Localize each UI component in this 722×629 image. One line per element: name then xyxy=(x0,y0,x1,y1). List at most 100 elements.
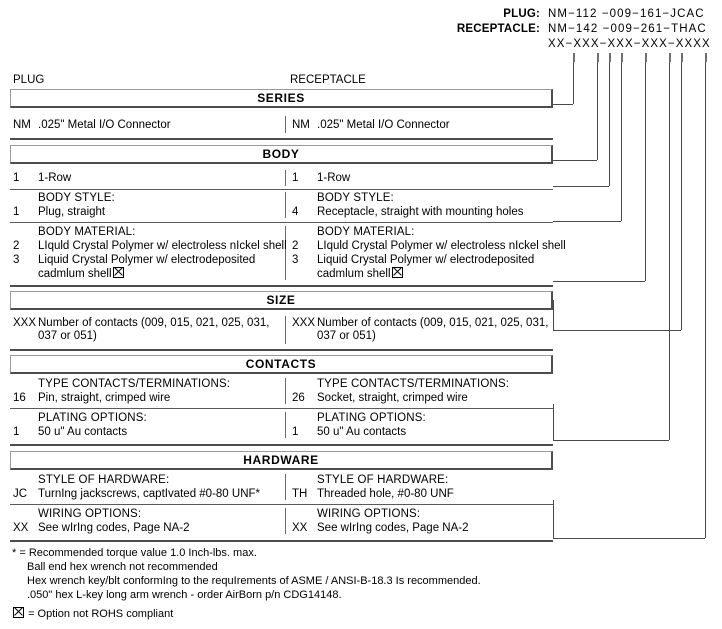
body-material-right-text-3b: cadmlum shell xyxy=(317,267,404,282)
mask-tick-1 xyxy=(573,53,575,62)
section-bar-hardware: HARDWARE xyxy=(10,451,553,470)
body-row-left-text: 1-Row xyxy=(38,172,72,184)
rule-after-size xyxy=(10,349,553,351)
body-material-left-code-2: 2 xyxy=(13,240,20,252)
connector-contacts-type-vertical xyxy=(669,62,670,440)
rule-after-contacts-plating xyxy=(10,444,553,446)
rohs-box-icon-right xyxy=(391,267,403,278)
series-left-code: NM xyxy=(13,119,31,131)
rule-after-contacts-type xyxy=(10,408,553,409)
rule-after-body-row xyxy=(10,189,553,190)
hardware-style-right-sublabel: STYLE OF HARDWARE: xyxy=(317,474,449,486)
body-style-left-sublabel: BODY STYLE: xyxy=(38,192,115,204)
body-row-right-text: 1-Row xyxy=(317,172,351,184)
row-divider-body-row xyxy=(285,170,286,186)
size-right-code: XXX xyxy=(292,317,316,329)
row-divider-hardware-wiring xyxy=(285,508,286,534)
rohs-box-icon-legend xyxy=(13,607,24,618)
receptacle-part-number: NM−142 −009−261−THAC xyxy=(548,23,707,35)
mask-tick-3 xyxy=(609,53,611,62)
body-material-right-code-2: 2 xyxy=(292,240,299,252)
series-right-code: NM xyxy=(292,119,310,131)
body-material-left-text-3b: cadmlum shell xyxy=(38,267,125,282)
contacts-plating-right-text: 50 u" Au contacts xyxy=(317,426,407,438)
size-right-text-2: 037 or 051) xyxy=(317,330,376,342)
connector-contacts-type-horizontal xyxy=(553,440,669,441)
connector-size-horizontal xyxy=(553,281,645,282)
body-material-left-text-3: Liquid Crystal Polymer w/ electrodeposit… xyxy=(38,254,256,266)
size-left-code: XXX xyxy=(13,317,37,329)
row-divider-hardware-style xyxy=(285,474,286,500)
hardware-style-right-code: TH xyxy=(292,488,308,500)
hardware-style-left-text: TurnIng jackscrews, captIvated #0-80 UNF… xyxy=(38,488,260,500)
row-divider-contacts-type xyxy=(285,378,286,404)
body-material-right-sublabel: BODY MATERIAL: xyxy=(317,226,415,238)
rule-after-hardware-wiring xyxy=(10,540,553,542)
column-caption-plug: PLUG xyxy=(13,74,45,86)
contacts-type-right-sublabel: TYPE CONTACTS/TERMINATIONS: xyxy=(317,378,510,390)
rule-after-body-material xyxy=(10,285,553,287)
body-style-right-sublabel: BODY STYLE: xyxy=(317,192,394,204)
footnote-rohs-label: = Option not ROHS compliant xyxy=(28,608,174,620)
contacts-type-left-code: 16 xyxy=(13,392,26,404)
rule-after-body-style xyxy=(10,222,553,223)
contacts-type-right-code: 26 xyxy=(292,392,305,404)
body-material-right-text-3: Liquid Crystal Polymer w/ electrodeposit… xyxy=(317,254,535,266)
connector-series-horizontal xyxy=(553,104,573,105)
connector-series-vertical xyxy=(573,62,574,104)
body-material-left-text-2: LIquld Crystal Polymer w/ electroless nI… xyxy=(38,240,287,252)
body-row-left-code: 1 xyxy=(13,172,20,184)
row-divider-contacts-plating xyxy=(285,412,286,438)
contacts-plating-left-code: 1 xyxy=(13,426,20,438)
hardware-wiring-left-text: See wIrIng codes, Page NA-2 xyxy=(38,522,190,534)
series-right-text: .025" Metal I/O Connector xyxy=(317,119,450,131)
plug-part-number: NM−112 −009−161−JCAC xyxy=(548,8,705,20)
footnote-rohs: = Option not ROHS compliant xyxy=(12,607,173,622)
connector-size-vertical xyxy=(645,62,646,281)
mask-tick-5 xyxy=(645,53,647,62)
series-left-text: .025" Metal I/O Connector xyxy=(38,119,171,131)
hardware-wiring-left-sublabel: WIRING OPTIONS: xyxy=(38,508,142,520)
body-style-left-text: Plug, straight xyxy=(38,206,106,218)
section-bar-contacts: CONTACTS xyxy=(10,355,553,374)
size-left-text-2: 037 or 051) xyxy=(38,330,97,342)
rohs-box-icon-left xyxy=(112,267,124,278)
hardware-style-left-code: JC xyxy=(13,488,28,500)
body-material-left-sublabel: BODY MATERIAL: xyxy=(38,226,136,238)
rule-after-hardware-style xyxy=(10,504,553,505)
footnote-star-line-2: Ball end hex wrench not recommended xyxy=(27,561,218,573)
contacts-type-right-text: Socket, straight, crimped wire xyxy=(317,392,468,404)
contacts-type-left-sublabel: TYPE CONTACTS/TERMINATIONS: xyxy=(38,378,231,390)
body-row-right-code: 1 xyxy=(292,172,299,184)
body-style-left-code: 1 xyxy=(13,206,20,218)
footnote-star-line-1: * = Recommended torque value 1.0 Inch-lb… xyxy=(12,547,257,559)
connector-body-style-vertical xyxy=(609,62,610,186)
section-bar-body: BODY xyxy=(10,145,553,164)
section-bar-series: SERIES xyxy=(10,89,553,108)
body-material-left-text-3b-label: cadmlum shell xyxy=(38,268,112,280)
size-left-text: Number of contacts (009, 015, 021, 025, … xyxy=(38,317,270,329)
body-style-right-code: 4 xyxy=(292,206,299,218)
connector-plating-horizontal xyxy=(553,330,681,331)
connector-body-style-horizontal xyxy=(553,186,609,187)
receptacle-part-label: RECEPTACLE: xyxy=(456,23,540,35)
body-material-right-code-3: 3 xyxy=(292,254,299,266)
contacts-type-left-text: Pin, straight, crimped wire xyxy=(38,392,171,404)
mask-tick-6 xyxy=(669,53,671,62)
contacts-plating-right-sublabel: PLATING OPTIONS: xyxy=(317,412,426,424)
section-bar-size: SIZE xyxy=(10,291,553,310)
row-divider-body-style xyxy=(285,192,286,218)
connector-hardware-vertical xyxy=(705,62,706,538)
part-number-mask: XX−XXX−XXX−XXX−XXXX xyxy=(548,38,711,50)
hardware-style-right-text: Threaded hole, #0-80 UNF xyxy=(317,488,454,500)
connector-stub-contacts xyxy=(553,404,554,440)
body-material-left-code-3: 3 xyxy=(13,254,20,266)
connector-plating-vertical xyxy=(681,62,682,330)
rule-after-series xyxy=(10,138,553,140)
mask-tick-8 xyxy=(705,53,707,62)
hardware-style-left-sublabel: STYLE OF HARDWARE: xyxy=(38,474,170,486)
mask-tick-7 xyxy=(681,53,683,62)
connector-body-material-horizontal xyxy=(553,221,621,222)
mask-tick-2 xyxy=(597,53,599,62)
